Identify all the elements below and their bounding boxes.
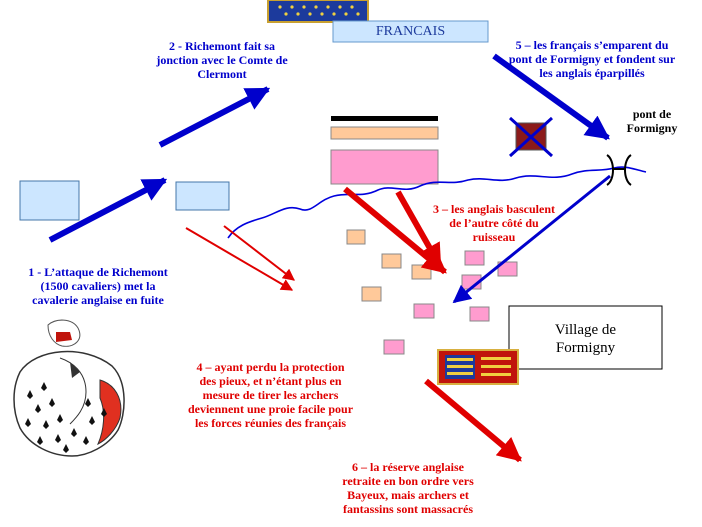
blue-arrows (48, 53, 611, 304)
bridge-label: pont de Formigny (626, 107, 678, 135)
english-archers-line (330, 126, 439, 140)
stake-line (331, 116, 438, 121)
english-main-body (330, 149, 439, 185)
richemont-box-right (175, 181, 230, 211)
french-army-label: FRANCAIS (375, 24, 446, 39)
step-6-label: 6 – la réserve anglaise retraite en bon … (342, 460, 474, 516)
village-label: Village de Formigny (554, 322, 617, 356)
coat-of-arms-icon (13, 319, 125, 457)
english-banner (437, 349, 519, 385)
scattered-english-units (346, 229, 518, 355)
richemont-box-left (19, 180, 80, 221)
french-army-box (332, 20, 489, 43)
bridge-icon (606, 154, 632, 186)
destroyed-unit-icon (508, 116, 554, 158)
red-arrows (185, 186, 522, 463)
french-flag (267, 0, 369, 23)
stream (227, 166, 647, 239)
step-2-label: 2 - Richemont fait sa jonction avec le C… (156, 39, 288, 81)
village-box (508, 305, 663, 370)
step-4-label: 4 – ayant perdu la protection des pieux,… (187, 360, 354, 430)
step-1-label: 1 - L’attaque de Richemont (1500 cavalie… (28, 265, 168, 307)
step-5-label: 5 – les français s’emparent du pont de F… (508, 38, 676, 80)
step-3-label: 3 – les anglais basculent de l’autre côt… (432, 202, 555, 244)
